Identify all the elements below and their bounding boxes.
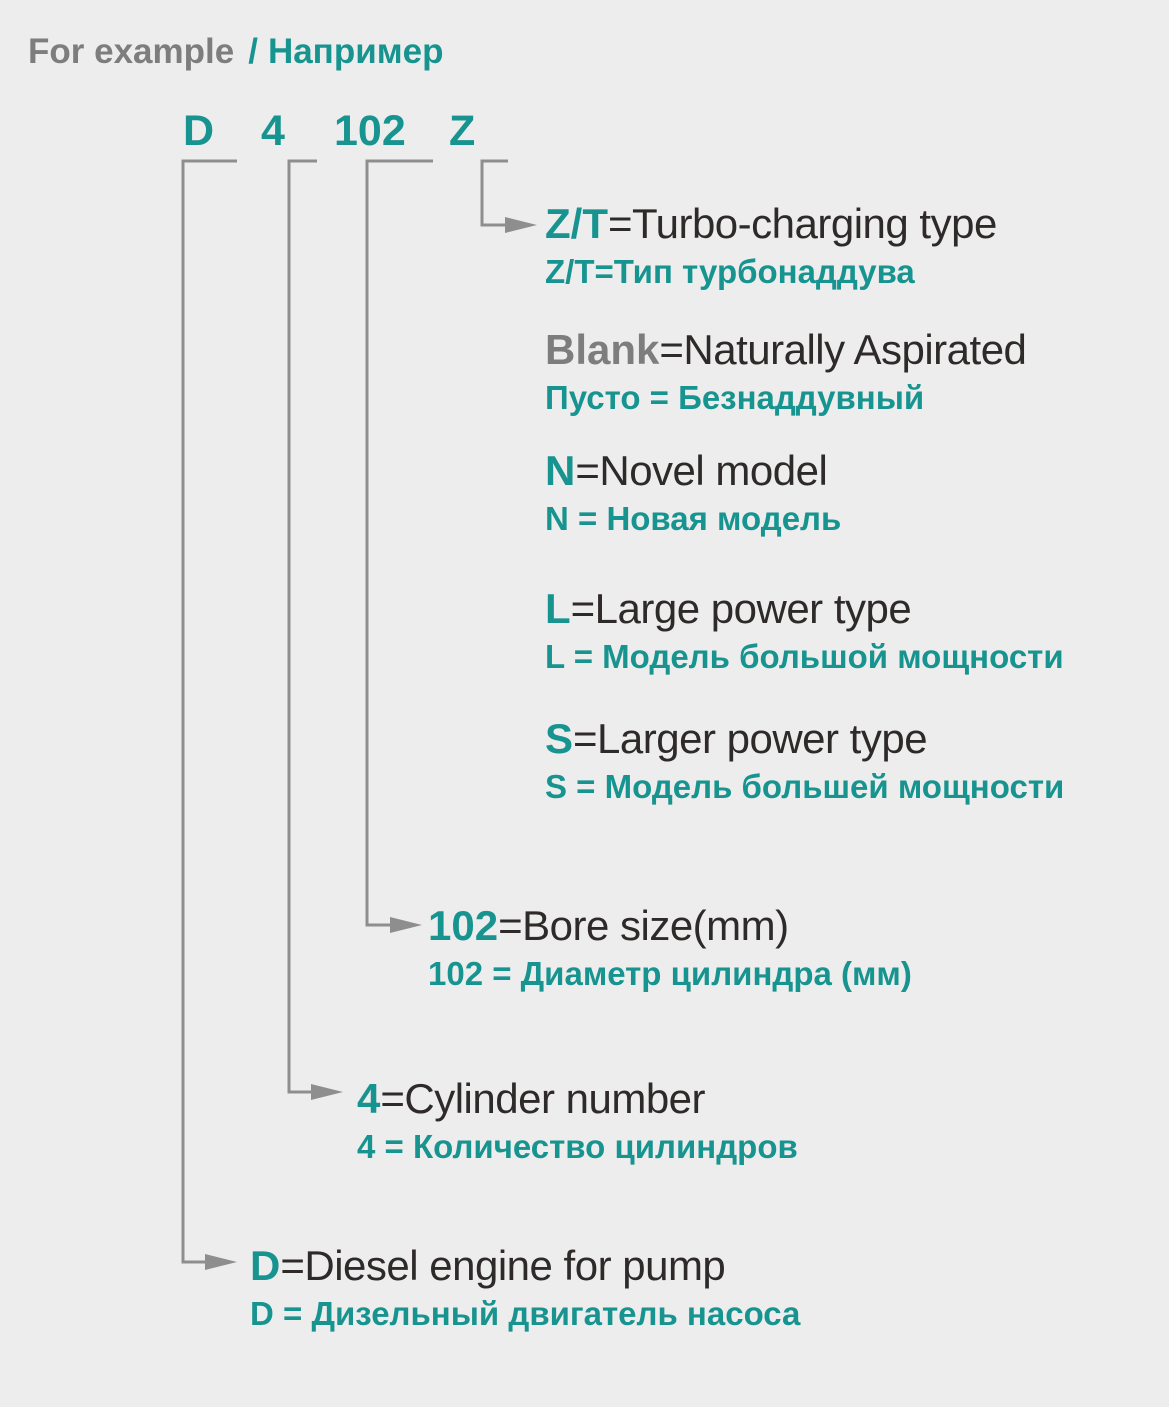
entry-en-text: =Larger power type xyxy=(573,715,928,762)
entry-ru-text: Z/T=Тип турбонаддува xyxy=(545,253,915,290)
code-char-cylinders: 4 xyxy=(261,107,285,155)
entry-token: Blank xyxy=(545,326,660,373)
code-char-bore: 102 xyxy=(334,107,406,155)
entry-en-text: =Novel model xyxy=(575,447,828,494)
entry-token: D xyxy=(250,1242,281,1289)
entry-ru-text: 4 = Количество цилиндров xyxy=(357,1128,798,1165)
entry-blank: Blank=Naturally Aspirated Пусто = Безнад… xyxy=(545,326,1027,416)
entry-en-line: 4=Cylinder number xyxy=(357,1078,798,1120)
entry-en-text: =Large power type xyxy=(570,585,912,632)
entry-en-line: N=Novel model xyxy=(545,450,841,492)
entry-token: N xyxy=(545,447,576,494)
entry-larger: S=Larger power type S = Модель большей м… xyxy=(545,718,1065,805)
entry-token: Z/T xyxy=(545,200,608,247)
entry-large: L=Large power type L = Модель большой мо… xyxy=(545,588,1064,675)
entry-en-text: =Cylinder number xyxy=(380,1075,706,1122)
entry-token: 4 xyxy=(357,1075,381,1122)
connector-arrowhead-cylinder xyxy=(311,1084,343,1100)
connector-cylinder xyxy=(287,159,343,1100)
entry-cylinder: 4=Cylinder number 4 = Количество цилиндр… xyxy=(357,1078,798,1165)
entry-en-line: Blank=Naturally Aspirated xyxy=(545,326,1027,373)
entry-token: S xyxy=(545,715,574,762)
connector-turbo xyxy=(480,159,537,233)
entry-bore: 102=Bore size(mm) 102 = Диаметр цилиндра… xyxy=(428,905,912,992)
entry-en-line: S=Larger power type xyxy=(545,718,1064,760)
connector-arrowhead-turbo xyxy=(505,217,537,233)
entry-ru-text: L = Модель большой мощности xyxy=(545,638,1064,675)
connector-bore xyxy=(365,159,433,933)
entry-ru-text: N = Новая модель xyxy=(545,500,842,537)
entry-en-text: =Naturally Aspirated xyxy=(659,326,1027,373)
entry-ru-text: D = Дизельный двигатель насоса xyxy=(250,1295,801,1332)
entry-token: 102 xyxy=(428,902,499,949)
entry-en-line: L=Large power type xyxy=(545,588,1064,630)
connector-arrowhead-diesel xyxy=(205,1254,237,1270)
title-russian: Например xyxy=(267,32,444,71)
entry-diesel: D=Diesel engine for pump D = Дизельный д… xyxy=(250,1245,801,1332)
entry-novel: N=Novel model N = Новая модель xyxy=(545,450,842,537)
entry-token: L xyxy=(545,585,571,632)
entry-en-line: D=Diesel engine for pump xyxy=(250,1245,800,1287)
entry-en-line: 102=Bore size(mm) xyxy=(428,905,912,947)
connector-diesel xyxy=(181,159,237,1270)
title-english: For example xyxy=(28,32,235,71)
title-separator: / xyxy=(248,32,258,71)
entry-turbo: Z/T=Turbo-charging type Z/T=Тип турбонад… xyxy=(545,203,997,290)
entry-en-line: Z/T=Turbo-charging type xyxy=(545,203,997,245)
page-title: For example /Например xyxy=(28,34,443,69)
entry-en-text: =Diesel engine for pump xyxy=(280,1242,726,1289)
entry-en-text: =Turbo-charging type xyxy=(607,200,997,247)
entry-ru-text: Пусто = Безнаддувный xyxy=(545,379,925,416)
code-char-prefix: D xyxy=(183,107,215,155)
code-char-turbo: Z xyxy=(449,107,476,155)
connector-arrowhead-bore xyxy=(390,917,422,933)
entry-ru-text: 102 = Диаметр цилиндра (мм) xyxy=(428,955,912,992)
entry-en-text: =Bore size(mm) xyxy=(498,902,789,949)
entry-ru-text: S = Модель большей мощности xyxy=(545,768,1065,805)
